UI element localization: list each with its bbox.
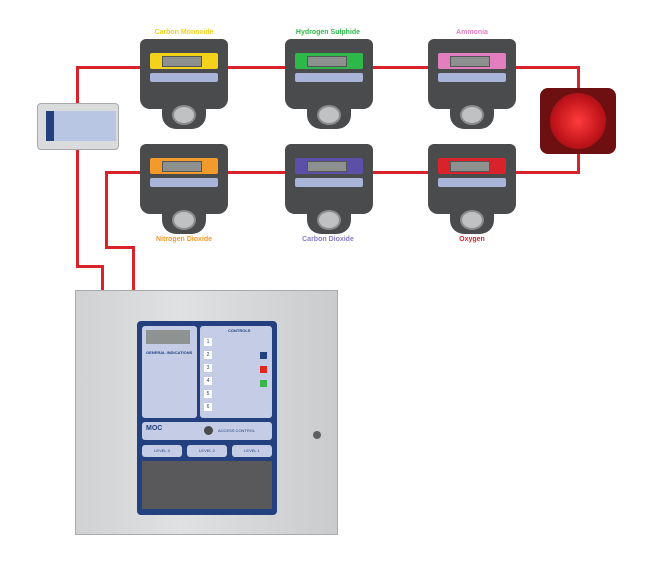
detector-label: Oxygen <box>459 236 485 243</box>
remote-display-unit <box>37 103 119 150</box>
wire <box>105 246 135 249</box>
wire <box>76 265 104 268</box>
wire <box>76 66 79 268</box>
access-control-pane: MOC ACCESS CONTROL <box>142 422 272 440</box>
wire <box>577 150 580 174</box>
gas-detector-carbon-dioxide <box>285 144 373 236</box>
door-lock-icon[interactable] <box>313 431 321 439</box>
wire <box>132 246 135 291</box>
detector-label: Ammonia <box>456 29 488 36</box>
zone-button[interactable]: 6 <box>204 403 212 411</box>
gas-detector-hydrogen-sulphide <box>285 39 373 131</box>
key-switch[interactable] <box>204 426 213 435</box>
zone-button[interactable]: 2 <box>204 351 212 359</box>
brand-label: MOC <box>146 425 163 432</box>
zone-button[interactable]: 5 <box>204 390 212 398</box>
power-indicator <box>260 380 267 387</box>
control-panel-fascia: GENERAL INDICATIONS CONTROLS 1 2 3 4 5 6 MOC … <box>137 321 277 515</box>
gas-detector-nitrogen-dioxide <box>140 144 228 236</box>
detector-label: Nitrogen Dioxide <box>155 236 212 243</box>
gas-detector-oxygen <box>428 144 516 236</box>
beacon-lens <box>550 93 606 149</box>
panel-lcd <box>146 330 190 344</box>
alarm-beacon <box>540 88 616 154</box>
display-screen <box>46 111 116 141</box>
controls-pane: CONTROLS 1 2 3 4 5 6 <box>200 326 272 418</box>
detector-label: Carbon Dioxide <box>302 236 354 243</box>
general-indications-heading: GENERAL INDICATIONS <box>146 350 193 355</box>
controls-heading: CONTROLS <box>228 328 251 333</box>
fault-indicator <box>260 366 267 373</box>
gas-detector-ammonia <box>428 39 516 131</box>
control-panel: GENERAL INDICATIONS CONTROLS 1 2 3 4 5 6 MOC … <box>75 290 338 535</box>
access-control-label: ACCESS CONTROL <box>218 428 256 433</box>
level-2-button[interactable]: LEVEL 2 <box>187 445 227 457</box>
level-3-button[interactable]: LEVEL 3 <box>142 445 182 457</box>
level-1-button[interactable]: LEVEL 1 <box>232 445 272 457</box>
detector-label: Carbon Monoxide <box>154 29 214 36</box>
lower-window <box>142 461 272 509</box>
general-indications-pane: GENERAL INDICATIONS <box>142 326 197 418</box>
zone-button[interactable]: 3 <box>204 364 212 372</box>
silence-indicator <box>260 352 267 359</box>
zone-button[interactable]: 4 <box>204 377 212 385</box>
wire <box>105 171 108 249</box>
wire <box>101 265 104 291</box>
zone-button[interactable]: 1 <box>204 338 212 346</box>
gas-detector-carbon-monoxide <box>140 39 228 131</box>
detector-label: Hydrogen Sulphide <box>295 29 361 36</box>
wire <box>577 66 580 92</box>
